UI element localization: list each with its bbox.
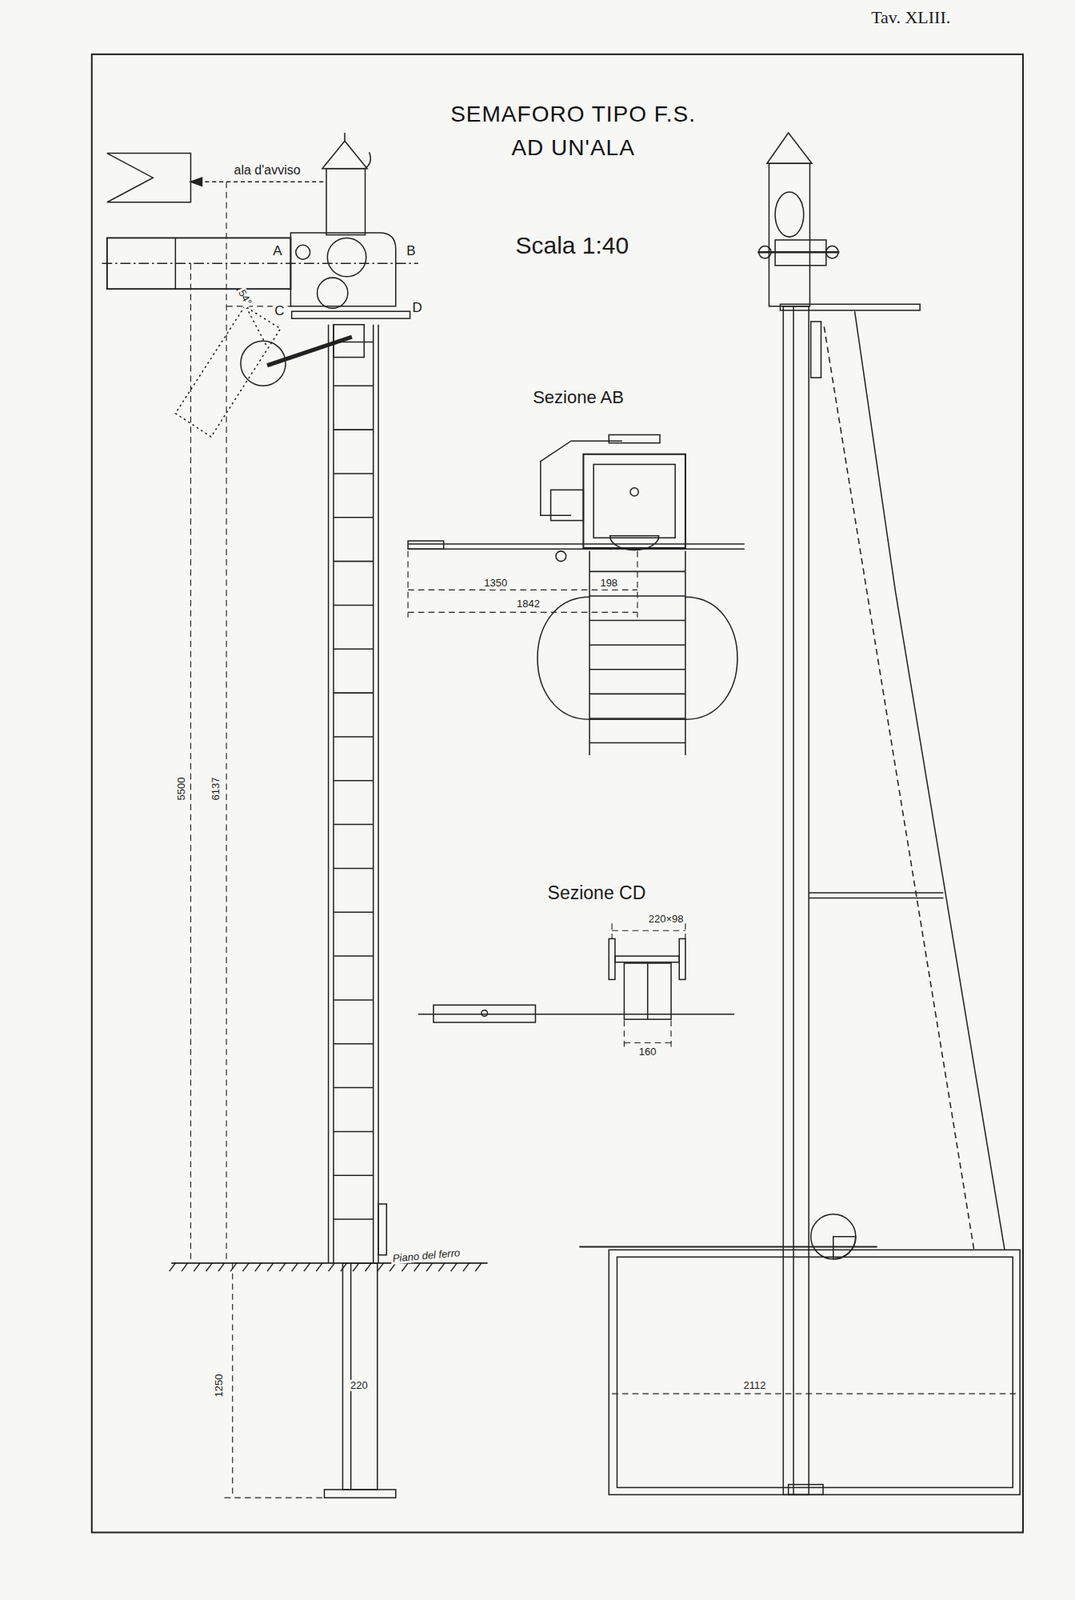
drawing-stroke [315, 1262, 323, 1271]
mast-front-view [102, 132, 419, 1498]
drawing-stroke [340, 1262, 348, 1271]
drawing-stroke [333, 560, 374, 563]
ground-line [169, 1262, 488, 1271]
drawing-stroke [333, 1043, 374, 1045]
section-ab [407, 434, 745, 755]
drawing-stroke [401, 1262, 408, 1271]
plate-number: Tav. XLIII. [869, 7, 952, 28]
drawing-stroke [333, 1130, 374, 1133]
drawing-stroke [242, 1262, 249, 1271]
drawing-stroke [333, 428, 374, 431]
drawing-stroke [230, 1262, 237, 1271]
section-letter: A [271, 243, 284, 259]
section-letter: D [410, 300, 424, 316]
section-cd [418, 938, 735, 1023]
sheet-frame [91, 54, 1024, 1533]
dimension: 6137 [210, 775, 222, 802]
dimension: 2112 [742, 1378, 768, 1391]
drawing-stroke [255, 1262, 262, 1271]
drawing-stroke [333, 691, 374, 694]
ground-label: Piano del ferro [390, 1246, 462, 1265]
drawing-stroke [291, 1262, 299, 1271]
drawing-stroke [589, 717, 686, 720]
drawing-stroke [589, 693, 686, 696]
dimension: 220×98 [647, 913, 686, 925]
drawing-stroke [589, 742, 686, 744]
drawing-stroke [333, 779, 374, 782]
drawing-stroke [589, 668, 686, 671]
drawing-stroke [463, 1262, 470, 1271]
dimension: 198 [598, 577, 620, 589]
drawing-stroke [333, 472, 374, 475]
drawing-stroke [352, 1262, 360, 1271]
dimension: 5500 [175, 775, 188, 802]
drawing-stroke [414, 1262, 421, 1271]
drawing-stroke [333, 867, 374, 870]
drawing-stroke [333, 341, 374, 344]
drawing-stroke [218, 1262, 225, 1271]
part-label: ala d'avviso [232, 163, 303, 178]
drawing-stroke [589, 571, 686, 573]
angle-label: 54° [235, 287, 255, 310]
drawing-stroke [333, 823, 374, 826]
drawing-stroke [193, 1262, 200, 1271]
drawing-stroke [169, 1262, 176, 1271]
drawing-stroke [589, 595, 686, 597]
section-letter: B [404, 243, 417, 259]
drawing-stroke [333, 955, 374, 957]
dimension-lines [190, 181, 1020, 1498]
drawing-stroke [333, 1218, 374, 1220]
scale-note: Scala 1:40 [513, 231, 631, 259]
drawing-stroke [328, 1262, 336, 1271]
section-title: Sezione AB [531, 387, 626, 408]
drawing-stroke [333, 385, 374, 388]
drawing-stroke [333, 648, 374, 651]
dimension: 1842 [515, 598, 542, 610]
drawing-stroke [206, 1262, 213, 1271]
drawing-stroke [377, 1262, 384, 1271]
drawing-stroke [475, 1262, 482, 1271]
drawing-stroke [333, 516, 374, 519]
drawing-stroke [333, 1174, 374, 1176]
drawing-stroke [365, 1262, 372, 1271]
drawing-stroke [279, 1262, 286, 1271]
drawing-stroke [333, 604, 374, 607]
drawing-stroke [589, 619, 686, 622]
drawing-stroke [303, 1262, 311, 1271]
drawing-stroke [267, 1262, 274, 1271]
dimension: 220 [348, 1378, 370, 1391]
drawing-stroke [426, 1262, 433, 1271]
drawing-stroke [589, 643, 686, 646]
drawing-stroke [451, 1262, 458, 1271]
drawing-stroke [181, 1262, 188, 1271]
mast-side-view [579, 132, 1020, 1495]
section-title: Sezione CD [546, 883, 648, 904]
dimension: 160 [637, 1046, 659, 1058]
drawing-stroke [333, 1086, 374, 1089]
drawing-stroke [333, 911, 374, 914]
section-letter: C [272, 303, 286, 320]
drawing-stroke [333, 735, 374, 738]
drawing-stroke [438, 1262, 445, 1271]
warning-arm-icon [107, 153, 325, 203]
drawing-stroke [333, 999, 374, 1001]
dimension: 1250 [213, 1371, 225, 1399]
drawing-title: SEMAFORO TIPO F.S. AD UN'ALA [437, 97, 710, 165]
dimension: 1350 [482, 577, 509, 589]
